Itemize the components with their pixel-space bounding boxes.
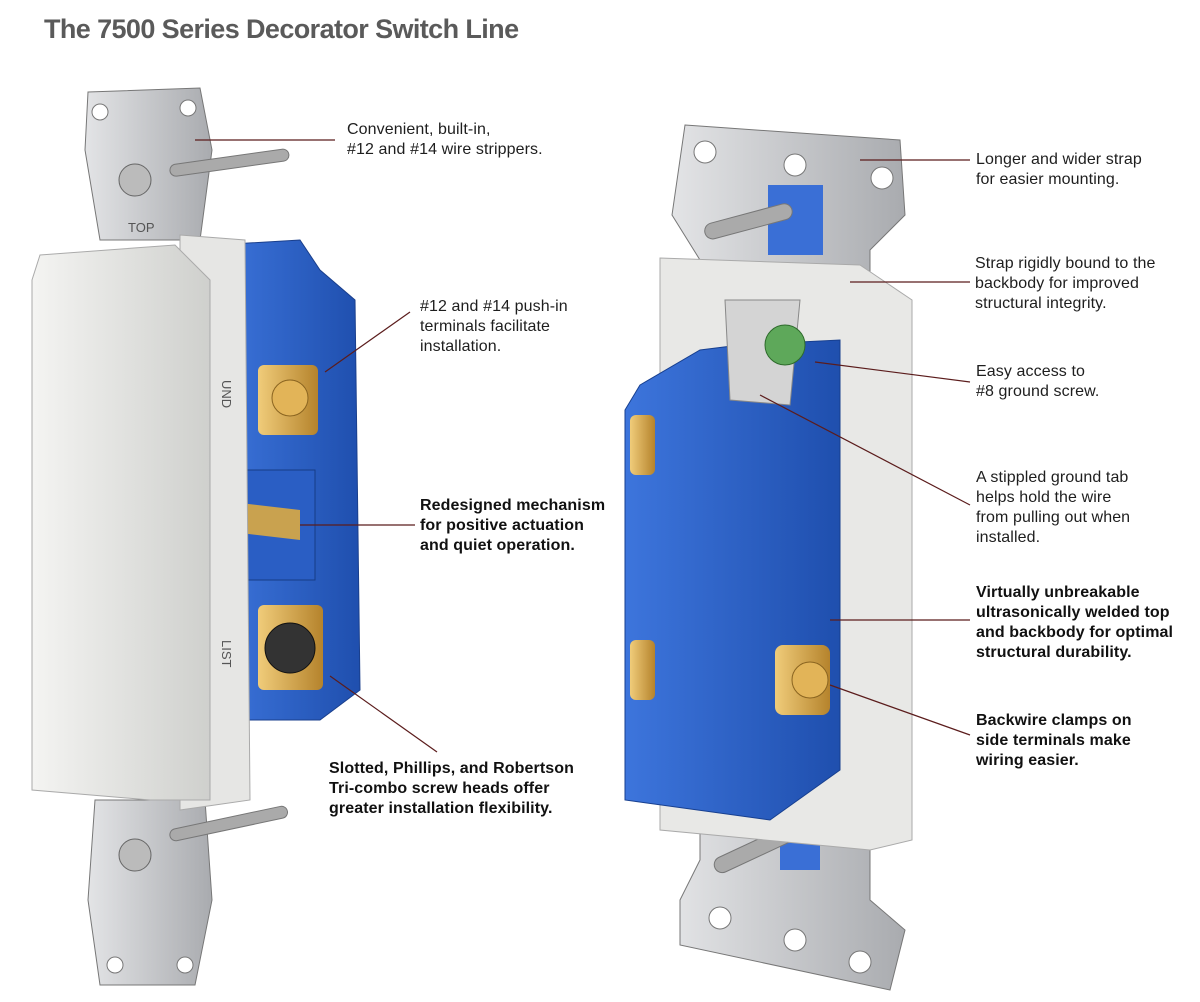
callout-welded-body: Virtually unbreakable ultrasonically wel… xyxy=(976,584,1174,661)
list-marking: LIST xyxy=(219,640,234,668)
top-marking: TOP xyxy=(128,220,155,235)
right-switch xyxy=(624,124,913,991)
right-blue-backbody xyxy=(624,339,841,821)
left-switch: TOP UND LIST xyxy=(31,87,361,986)
right-mount-screw-top xyxy=(704,203,793,240)
und-marking: UND xyxy=(219,380,234,408)
rocker-paddle xyxy=(31,244,211,801)
callout-mechanism: Redesigned mechanism for positive actuat… xyxy=(420,497,606,554)
diagram-title: The 7500 Series Decorator Switch Line xyxy=(44,14,519,44)
callout-backwire-clamps: Backwire clamps on side terminals make w… xyxy=(976,712,1132,769)
tri-combo-screw xyxy=(264,622,316,674)
callout-strap: Longer and wider strap for easier mounti… xyxy=(976,151,1142,188)
callout-ground-tab: A stippled ground tab helps hold the wir… xyxy=(976,469,1131,546)
ground-screw xyxy=(764,324,806,366)
callout-push-in-terminals: #12 and #14 push-in terminals facilitate… xyxy=(420,298,568,355)
left-top-mount-screw xyxy=(169,148,290,177)
callout-wire-strippers: Convenient, built-in, #12 and #14 wire s… xyxy=(347,121,543,158)
left-top-screw xyxy=(118,163,152,197)
leader-lines xyxy=(195,139,971,753)
callout-ground-screw: Easy access to #8 ground screw. xyxy=(976,363,1100,400)
callout-strap-bound: Strap rigidly bound to the backbody for … xyxy=(975,255,1156,312)
callout-tri-combo-screws: Slotted, Phillips, and Robertson Tri-com… xyxy=(329,760,574,817)
